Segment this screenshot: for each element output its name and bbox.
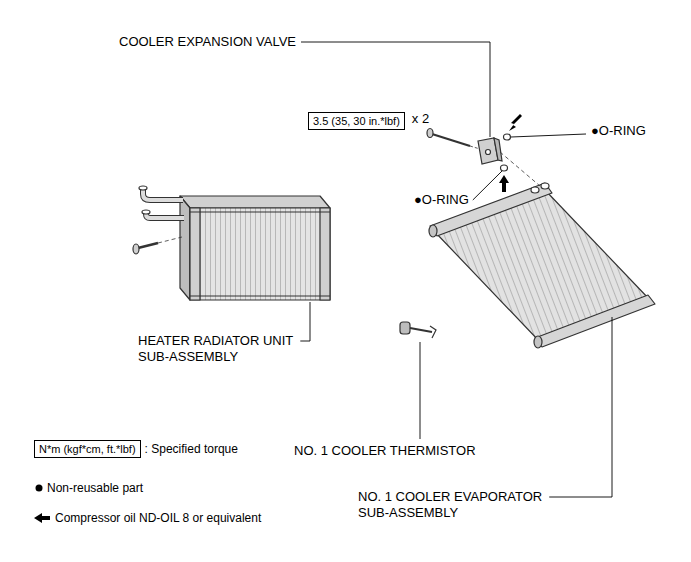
evaporator (429, 225, 437, 237)
torque-box: N*m (kgf*cm, ft.*lbf) (34, 440, 141, 458)
heater-radiator (190, 295, 330, 296)
heater-radiator (190, 208, 200, 300)
o-ring (501, 134, 511, 171)
screw (133, 237, 182, 254)
quantity: x 2 (411, 111, 430, 127)
heater-radiator (143, 190, 183, 200)
screw (138, 243, 158, 248)
part-name: ●O-RING (590, 123, 647, 139)
torque-value: 3.5 (35, 30 in.*lbf) (313, 114, 400, 128)
evaporator (534, 336, 542, 348)
heater-radiator (190, 211, 330, 212)
heater-radiator (146, 214, 184, 218)
evaporator (541, 183, 549, 189)
oil-arrow (509, 114, 522, 131)
torque-box: 3.5 (35, 30 in.*lbf) (308, 112, 405, 130)
screw (133, 244, 139, 254)
leader-line (420, 342, 421, 439)
part-name: NO. 1 COOLER EVAPORATOR SUB-ASSEMBLY (357, 489, 545, 521)
part-name: HEATER RADIATOR UNIT SUB-ASSEMBLY (137, 333, 296, 365)
evaporator (430, 183, 552, 236)
heater-radiator (180, 196, 190, 300)
legend-text: : Specified torque (145, 442, 238, 457)
leader-line (549, 317, 612, 497)
leader-line (511, 134, 586, 137)
thermistor (430, 326, 436, 338)
heater-radiator (146, 214, 184, 218)
expansion-valve (486, 150, 491, 155)
legend-dot (36, 485, 43, 492)
part-name: NO. 1 COOLER THERMISTOR (293, 443, 477, 459)
legend-text: Non-reusable part (47, 481, 143, 496)
leader-line (301, 42, 490, 137)
evaporator (535, 295, 655, 347)
heater-radiator (142, 210, 150, 214)
bolt (427, 129, 480, 150)
leader-line (473, 171, 502, 200)
heater-radiator (180, 196, 330, 208)
expansion-valve (494, 138, 502, 161)
oil-arrow (499, 114, 522, 192)
heater-radiator (143, 190, 183, 200)
evaporator (531, 187, 539, 193)
bolt (427, 129, 433, 138)
legend-arrow (34, 513, 50, 523)
legend-text: Compressor oil ND-OIL 8 or equivalent (55, 511, 261, 526)
leader-line (300, 42, 612, 497)
o-ring (501, 165, 508, 171)
bolt (432, 134, 470, 146)
thermistor (400, 322, 436, 338)
screw (158, 237, 182, 243)
heater-radiator (320, 208, 330, 300)
o-ring (504, 134, 511, 140)
expansion-valve (478, 138, 540, 186)
thermistor (400, 322, 410, 334)
part-name: ●O-RING (413, 192, 470, 208)
oil-arrow (499, 175, 509, 192)
heater-radiator (139, 186, 330, 300)
heater-radiator (139, 186, 147, 190)
part-name: COOLER EXPANSION VALVE (118, 34, 297, 50)
heater-radiator (190, 208, 330, 300)
thermistor (410, 328, 432, 332)
torque-value: N*m (kgf*cm, ft.*lbf) (39, 442, 136, 456)
leader-line (300, 302, 310, 341)
